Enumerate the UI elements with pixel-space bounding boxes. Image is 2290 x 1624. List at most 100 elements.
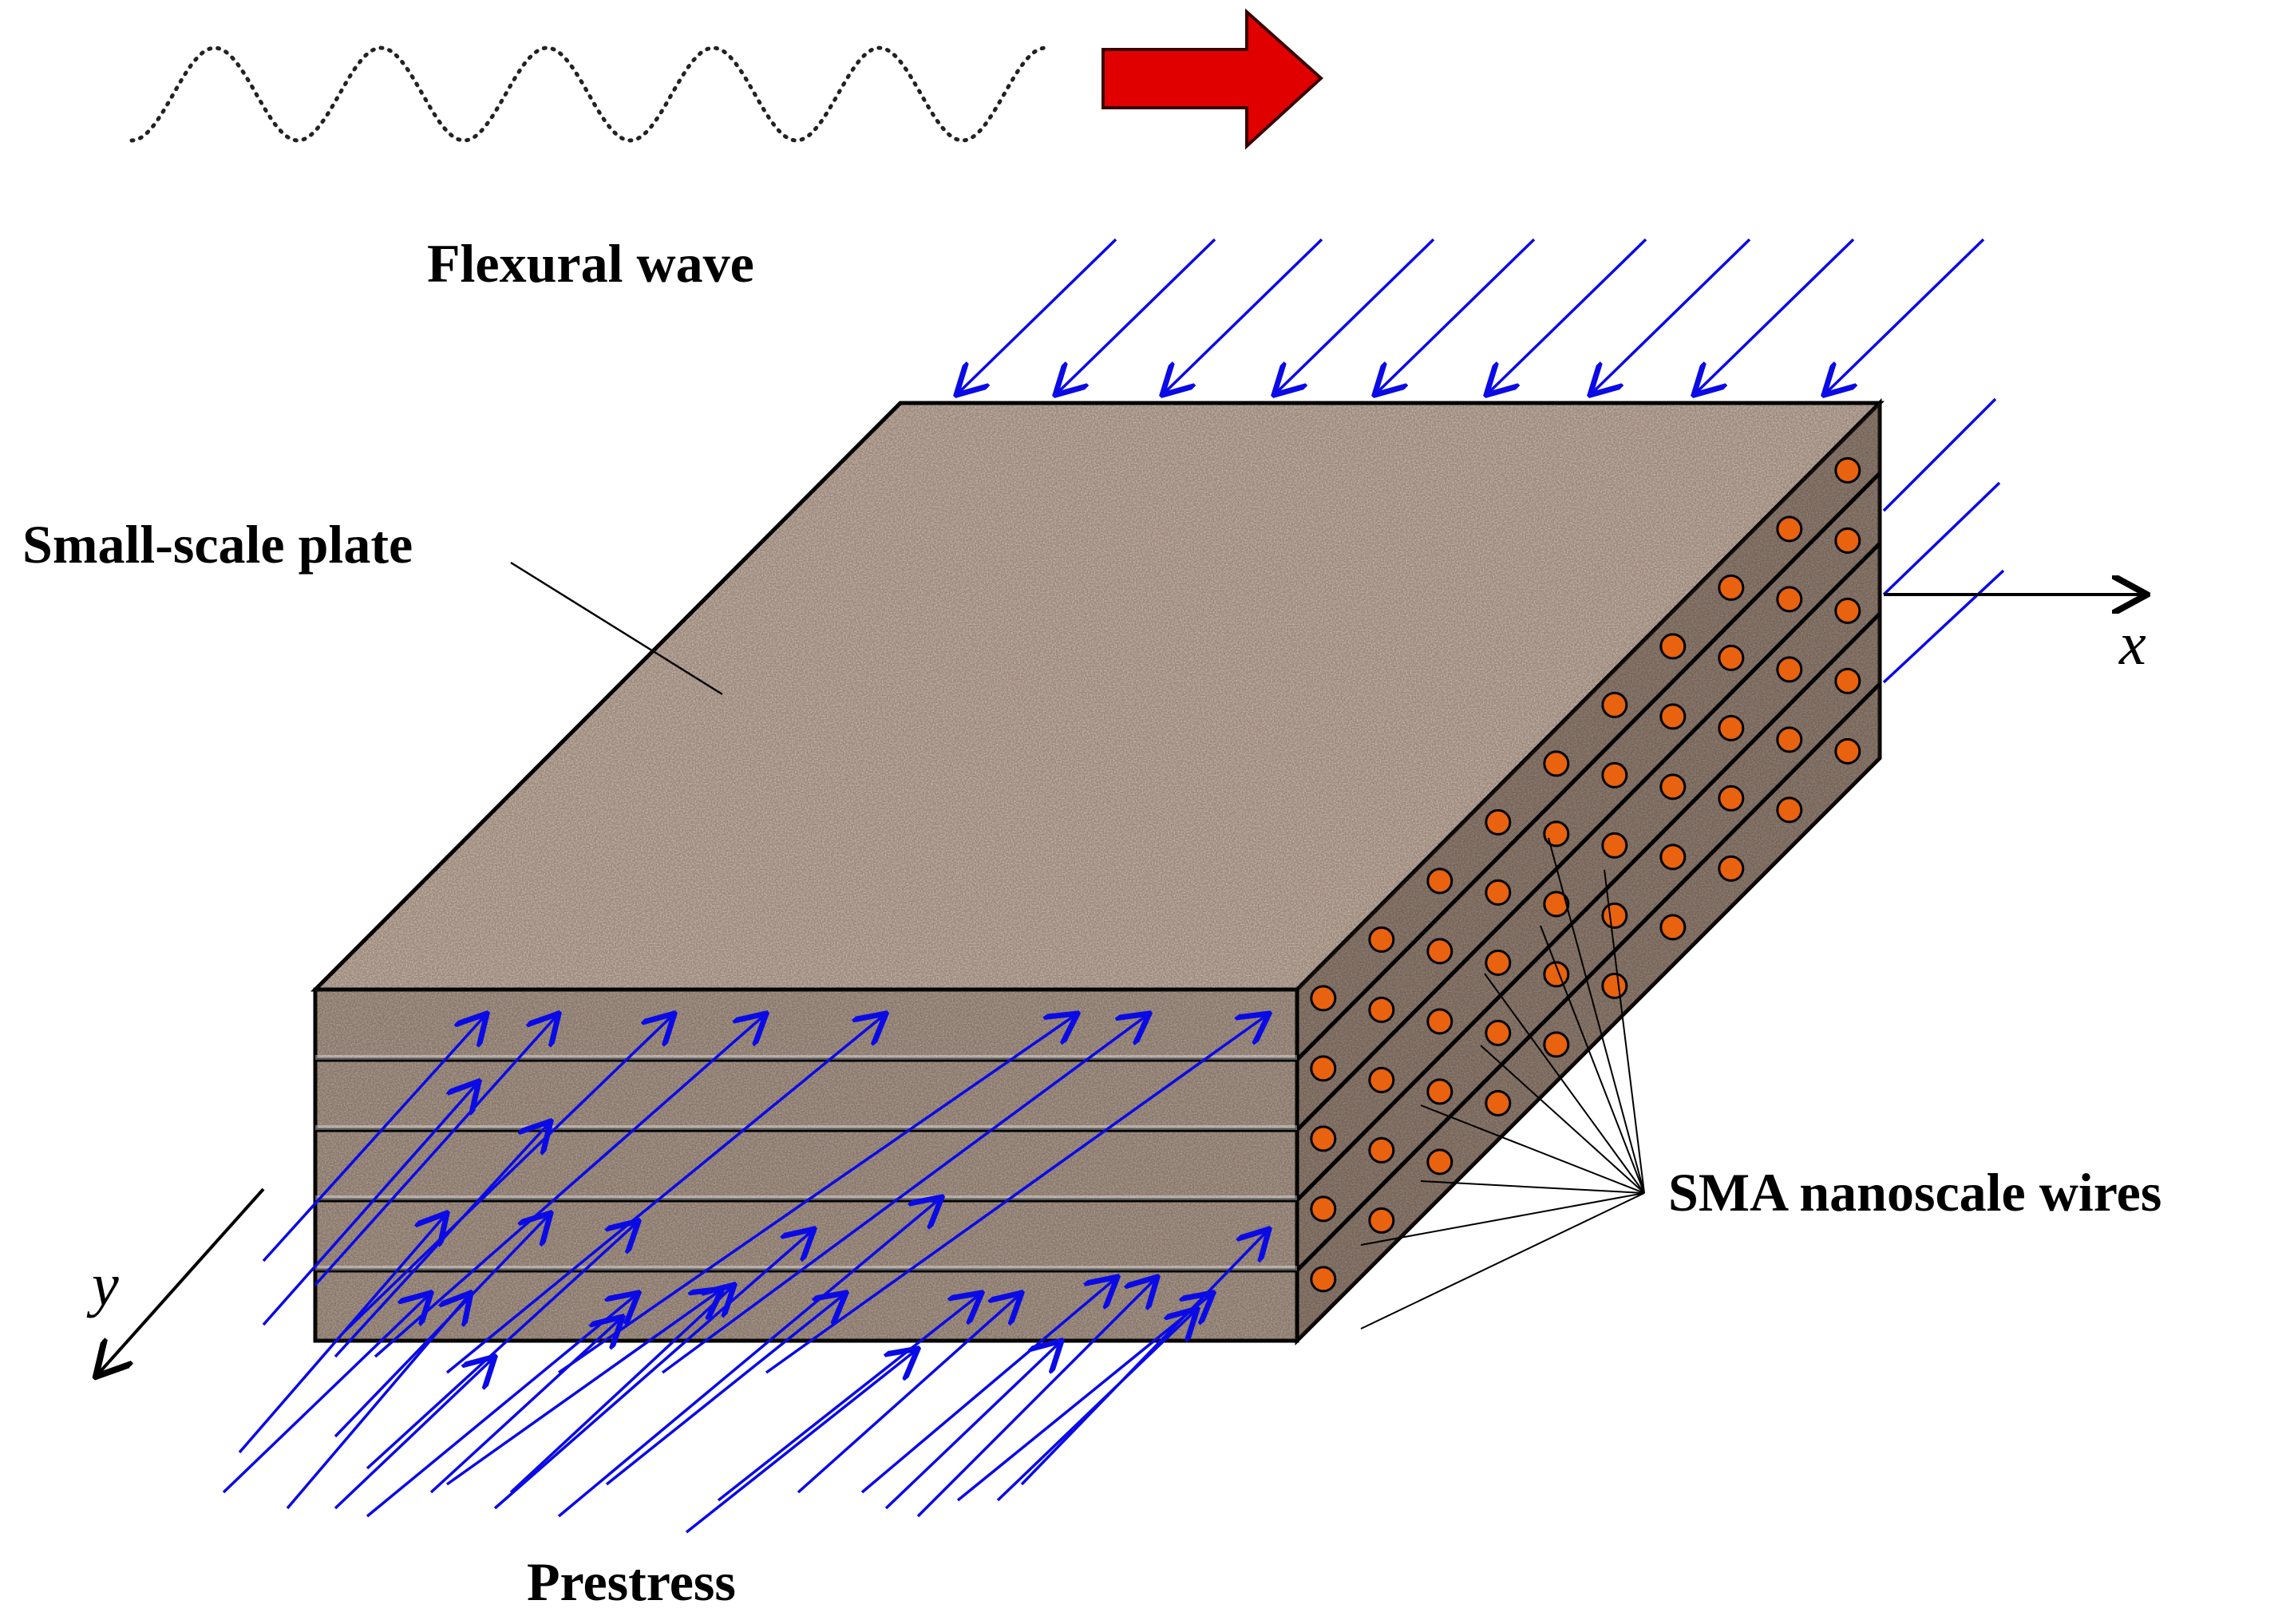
prestress-arrow — [605, 1293, 846, 1486]
sma-wire-dot — [1659, 703, 1687, 730]
prestress-arrow — [1374, 238, 1536, 395]
sma-wire-dot — [1834, 737, 1861, 765]
prestress-arrow — [342, 1014, 674, 1334]
prestress-arrow — [797, 1293, 1022, 1494]
prestress-arrow — [661, 1014, 1149, 1374]
sma-wire-dot — [1310, 1266, 1337, 1293]
prestress-arrow — [860, 1277, 1117, 1494]
prestress-arrow — [445, 1289, 722, 1486]
leader-line — [1604, 869, 1645, 1194]
sma-wire-dot — [1543, 1031, 1570, 1058]
prestress-arrow — [1590, 238, 1751, 395]
prestress-arrow — [314, 1014, 559, 1286]
sma-wire-dot — [1426, 1008, 1453, 1035]
leader-line — [1480, 1045, 1645, 1194]
sma-wire-dot — [1718, 784, 1745, 812]
prestress-arrow — [509, 1285, 734, 1494]
sma-wire-dot — [1368, 1207, 1395, 1234]
leader-line — [1360, 1192, 1645, 1246]
layer-line — [1295, 682, 1881, 1272]
prestress-arrow — [1055, 238, 1216, 395]
sma-wire-dot — [1659, 633, 1687, 660]
sma-wire-dot — [1426, 1078, 1453, 1105]
sma-wire-dot — [1485, 808, 1512, 836]
sma-leader-lines — [1360, 837, 1645, 1330]
sma-wire-dots — [1310, 456, 1861, 1293]
sma-wire-dot — [1426, 1148, 1453, 1176]
sma-wire-dot — [1485, 1019, 1512, 1046]
front-prestress-arrows — [222, 1014, 1269, 1534]
layer-line — [1295, 472, 1881, 1061]
prestress-arrow — [558, 1014, 1078, 1374]
prestress-arrow — [1274, 238, 1435, 395]
sma-wire-dot — [1485, 879, 1512, 906]
flexural-wave-label: Flexural wave — [427, 233, 754, 294]
prestress-arrow — [238, 1213, 447, 1454]
sma-wire-dot — [1426, 867, 1453, 895]
prestress-arrow — [685, 1349, 918, 1534]
sma-wire-dot — [1368, 996, 1395, 1023]
sma-wire-dot — [1776, 726, 1803, 753]
sma-wire-dot — [1776, 656, 1803, 683]
prestress-arrow — [717, 1293, 982, 1502]
prestress-arrow — [222, 1293, 431, 1494]
sma-wire-dot — [1310, 1055, 1337, 1082]
sma-wire-dot — [1601, 972, 1628, 999]
sma-wire-dot — [1601, 902, 1628, 929]
layer-gap — [315, 1195, 1297, 1200]
leader-line — [1420, 1180, 1645, 1194]
wave-direction-arrow — [1101, 8, 1323, 150]
sma-wire-dot — [1601, 832, 1628, 859]
leader-line — [1360, 1192, 1645, 1330]
x-axis-label: x — [2118, 610, 2146, 678]
plate-block — [310, 397, 1885, 1346]
prestress-arrow — [956, 238, 1117, 395]
layer-gap — [315, 1055, 1297, 1060]
sma-wire-dot — [1485, 1089, 1512, 1116]
plate-leader-line — [510, 561, 723, 696]
sma-wire-dot — [1310, 985, 1337, 1012]
prestress-arrow — [1824, 238, 1985, 395]
flexural-wave-curve — [129, 45, 1048, 143]
prestress-label: Prestress — [527, 1551, 736, 1612]
prestress-arrow — [996, 1309, 1197, 1502]
sma-wire-dot — [1368, 926, 1395, 953]
sma-wire-dot — [1543, 820, 1570, 848]
prestress-arrow — [1694, 238, 1855, 395]
sma-wire-dot — [1659, 914, 1687, 941]
sma-wires-label: SMA nanoscale wires — [1668, 1162, 2161, 1223]
prestress-arrow — [334, 1357, 495, 1510]
leader-line — [1540, 925, 1645, 1194]
prestress-arrow — [445, 1014, 886, 1374]
prestress-arrow — [262, 1081, 479, 1326]
prestress-line — [1882, 481, 2001, 596]
sma-wire-dot — [1310, 1125, 1337, 1152]
leader-line — [1420, 1104, 1645, 1194]
sma-wire-dot — [1310, 1195, 1337, 1223]
sma-wire-dot — [1659, 773, 1687, 800]
sma-wire-dot — [1718, 714, 1745, 741]
sma-wire-dot — [1776, 516, 1803, 543]
prestress-arrow — [1486, 238, 1647, 395]
sma-wire-dot — [1601, 691, 1628, 718]
leader-line — [1484, 973, 1645, 1194]
layer-gap — [315, 1125, 1297, 1130]
sma-wire-dot — [1718, 644, 1745, 671]
sma-wire-dot — [1543, 750, 1570, 777]
top-prestress-arrows — [956, 238, 1985, 395]
sma-wire-dot — [1659, 844, 1687, 871]
y-axis-arrow — [96, 1187, 265, 1377]
sma-wire-dot — [1834, 667, 1861, 694]
sma-wire-dot — [1368, 1136, 1395, 1164]
sma-wire-dot — [1426, 938, 1453, 965]
leader-line — [1548, 837, 1645, 1194]
prestress-arrow — [1162, 238, 1323, 395]
sma-wire-dot — [1718, 855, 1745, 882]
y-axis-label: y — [86, 1251, 119, 1318]
sma-wire-dot — [1368, 1066, 1395, 1093]
sma-wire-dot — [1718, 574, 1745, 601]
prestress-arrow — [493, 1229, 814, 1510]
prestress-arrow — [557, 1197, 942, 1518]
prestress-line — [1882, 569, 2005, 684]
